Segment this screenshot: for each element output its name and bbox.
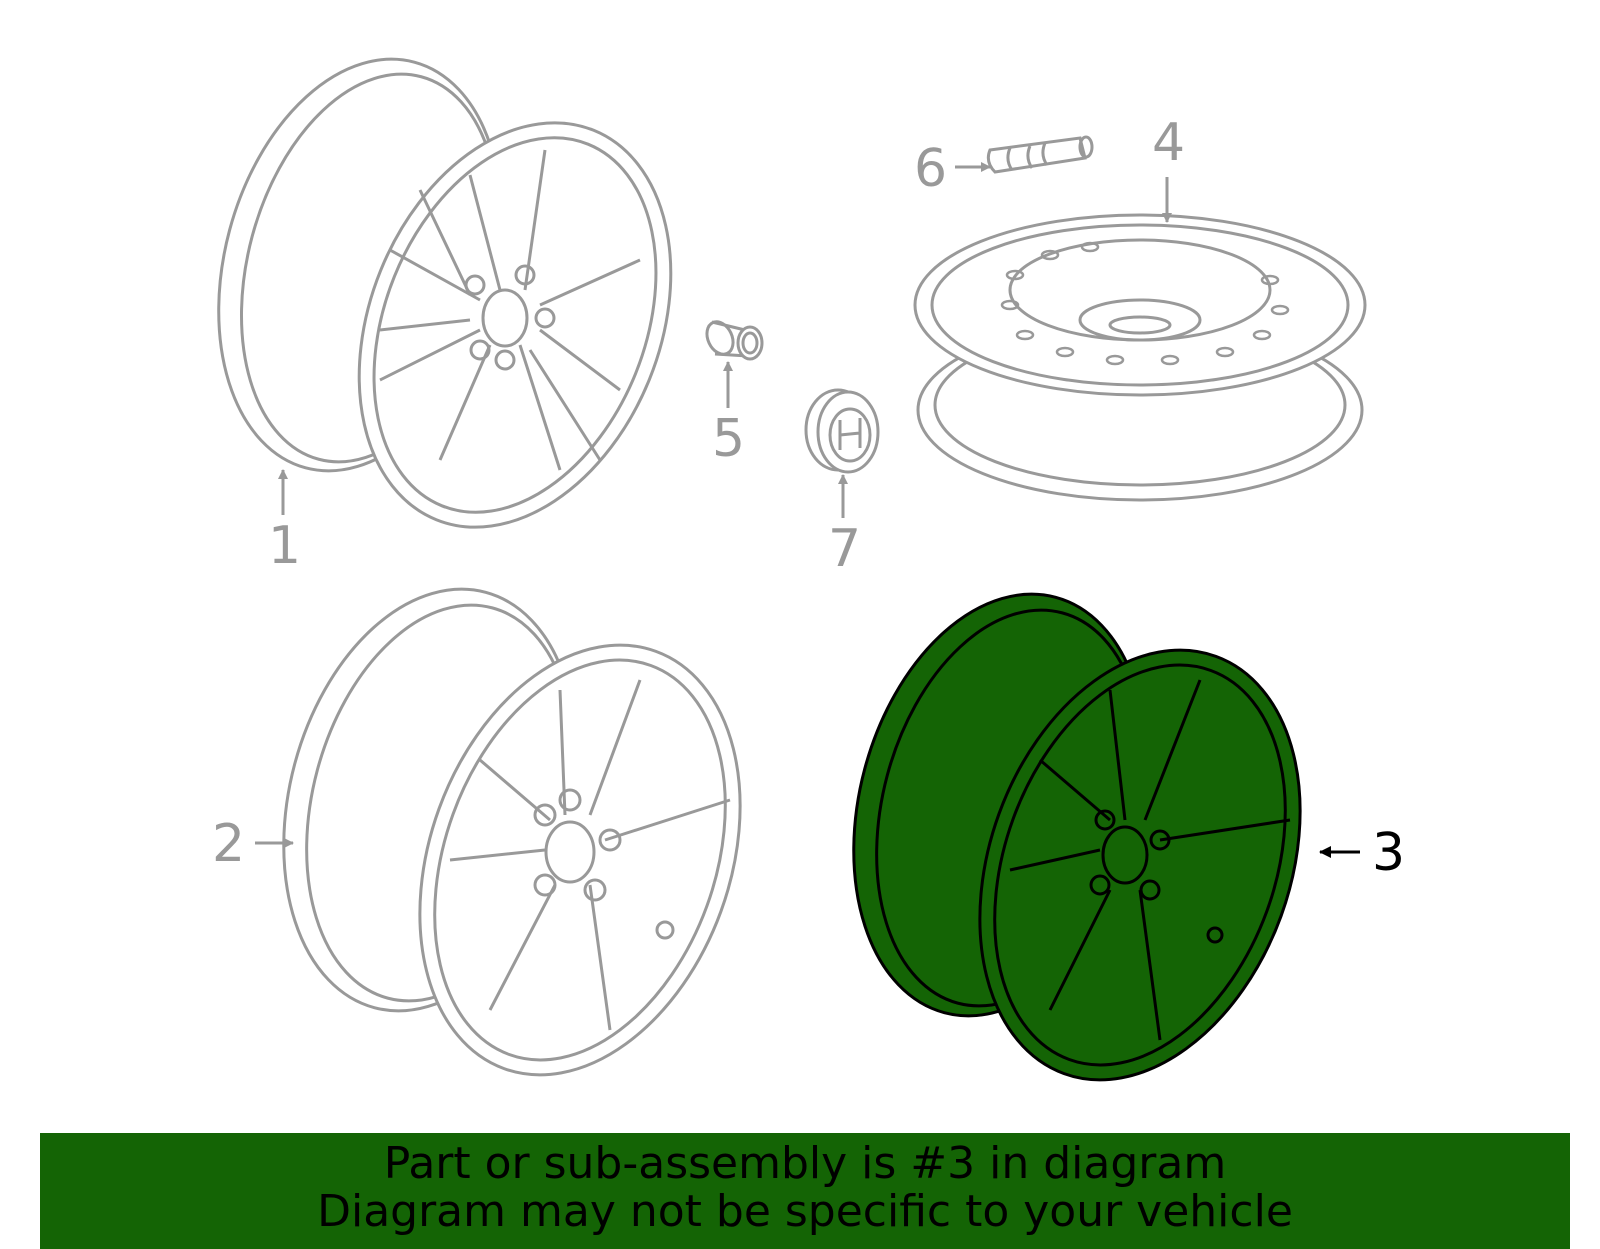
lug-nut-icon[interactable] — [702, 318, 764, 361]
part-info-banner: Part or sub-assembly is #3 in diagram Di… — [40, 1133, 1570, 1249]
alloy-wheel-highlighted-icon[interactable] — [809, 561, 1357, 1125]
valve-stem-icon[interactable] — [986, 135, 1094, 174]
banner-line-disclaimer: Diagram may not be specific to your vehi… — [317, 1186, 1293, 1237]
callout-arrows — [255, 162, 1360, 858]
callout-4[interactable]: 4 — [1152, 113, 1186, 173]
alloy-wheel-icon[interactable] — [175, 27, 728, 574]
callout-6[interactable]: 6 — [914, 139, 948, 199]
callout-1[interactable]: 1 — [268, 516, 302, 576]
banner-line-part: Part or sub-assembly is #3 in diagram — [383, 1138, 1227, 1189]
spare-steel-wheel-icon[interactable] — [913, 213, 1367, 502]
center-cap-icon[interactable] — [804, 388, 880, 474]
callout-5[interactable]: 5 — [712, 409, 746, 469]
callout-3[interactable]: 3 — [1372, 823, 1406, 883]
callout-2[interactable]: 2 — [212, 814, 246, 874]
alloy-wheel-icon[interactable] — [239, 556, 797, 1120]
callout-7[interactable]: 7 — [828, 519, 862, 579]
